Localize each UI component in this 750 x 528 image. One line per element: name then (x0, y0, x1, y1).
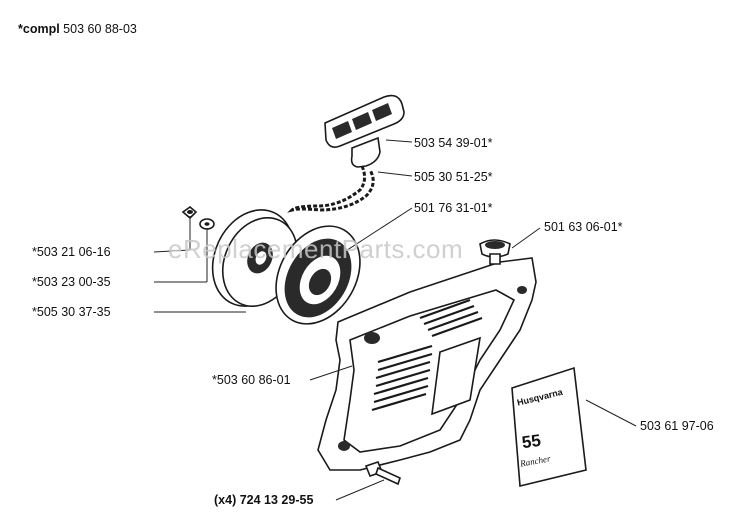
part-label-grommet: 501 63 06-01* (544, 220, 623, 234)
spring-assembly (275, 225, 361, 325)
assembly-header-number: 503 60 88-03 (63, 22, 137, 36)
part-label-washer: *503 23 00-35 (32, 275, 111, 289)
part-qty-screw: (x4) (214, 493, 237, 507)
leader-lines (153, 139, 637, 501)
starter-handle (324, 94, 405, 168)
decal-model: 55 (520, 430, 543, 453)
decal (511, 366, 587, 487)
washer (199, 218, 215, 230)
part-label-screw-small: *503 21 06-16 (32, 245, 111, 259)
housing-grille (371, 298, 483, 412)
assembly-header: *compl 503 60 88-03 (18, 22, 137, 36)
part-label-screw: (x4) 724 13 29-55 (214, 493, 313, 507)
part-label-rope: 505 30 51-25* (414, 170, 493, 184)
starter-housing (317, 257, 537, 471)
watermark: eReplacementParts.com (168, 234, 464, 264)
starter-rope (287, 165, 375, 213)
part-label-decal: 503 61 97-06 (640, 419, 714, 433)
assembly-header-prefix: *compl (18, 22, 60, 36)
part-label-housing: *503 60 86-01 (212, 373, 291, 387)
part-label-spring: 501 76 31-01* (414, 201, 493, 215)
small-screw (181, 205, 198, 220)
part-number-screw: 724 13 29-55 (239, 493, 314, 507)
housing-screw (364, 461, 401, 486)
grommet (479, 239, 511, 265)
part-label-handle: 503 54 39-01* (414, 136, 493, 150)
part-label-pulley: *505 30 37-35 (32, 305, 111, 319)
